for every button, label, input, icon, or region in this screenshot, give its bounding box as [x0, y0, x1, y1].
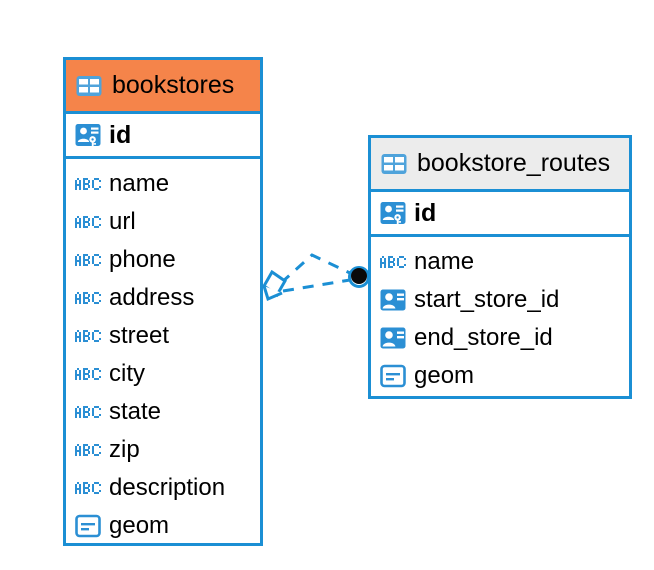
table-grid-icon [75, 72, 103, 100]
primary-key-row-bookstores[interactable]: id [66, 111, 260, 159]
abc-text-icon [380, 252, 406, 272]
field-label: geom [109, 512, 170, 539]
field-label: city [109, 360, 145, 387]
field-row-name[interactable]: name [371, 243, 629, 281]
field-label: address [109, 284, 195, 311]
field-row-geom[interactable]: geom [371, 357, 629, 395]
field-row-phone[interactable]: phone [66, 241, 260, 279]
field-label: street [109, 322, 170, 349]
primary-key-row-bookstore-routes[interactable]: id [371, 189, 629, 237]
relationship-line-upper [279, 253, 353, 285]
entity-header-bookstores[interactable]: bookstores [66, 60, 260, 111]
abc-text-icon [75, 288, 101, 308]
geometry-icon [380, 364, 406, 388]
foreign-key-icon [380, 287, 406, 313]
entity-title-bookstores: bookstores [112, 71, 235, 99]
field-row-city[interactable]: city [66, 355, 260, 393]
field-row-zip[interactable]: zip [66, 431, 260, 469]
entity-title-bookstore-routes: bookstore_routes [417, 149, 611, 177]
entity-table-bookstores[interactable]: bookstores id [63, 57, 263, 546]
table-grid-icon [380, 150, 408, 178]
field-row-url[interactable]: url [66, 203, 260, 241]
entity-header-bookstore-routes[interactable]: bookstore_routes [371, 138, 629, 189]
field-row-name[interactable]: name [66, 165, 260, 203]
field-label: start_store_id [414, 286, 560, 313]
abc-text-icon [75, 478, 101, 498]
relationship-line-lower [282, 278, 351, 293]
abc-text-icon [75, 212, 101, 232]
abc-text-icon [75, 440, 101, 460]
field-row-state[interactable]: state [66, 393, 260, 431]
geometry-icon [75, 514, 101, 538]
diamond-crowsfoot-marker [262, 269, 287, 302]
field-label: name [414, 248, 475, 275]
field-label: url [109, 208, 136, 235]
entity-table-bookstore-routes[interactable]: bookstore_routes id [368, 135, 632, 399]
field-label: description [109, 474, 226, 501]
abc-text-icon [75, 326, 101, 346]
field-row-start-store-id[interactable]: start_store_id [371, 281, 629, 319]
primary-key-label-bookstores: id [109, 120, 132, 149]
field-row-street[interactable]: street [66, 317, 260, 355]
field-label: phone [109, 246, 176, 273]
primary-key-icon [75, 122, 101, 148]
field-label: end_store_id [414, 324, 553, 351]
abc-text-icon [75, 250, 101, 270]
foreign-key-icon [380, 325, 406, 351]
primary-key-icon [380, 200, 406, 226]
field-row-address[interactable]: address [66, 279, 260, 317]
field-row-description[interactable]: description [66, 469, 260, 507]
abc-text-icon [75, 174, 101, 194]
filled-circle-marker [348, 266, 370, 288]
field-label: zip [109, 436, 140, 463]
abc-text-icon [75, 402, 101, 422]
field-row-geom[interactable]: geom [66, 507, 260, 545]
field-label: name [109, 170, 170, 197]
abc-text-icon [75, 364, 101, 384]
primary-key-label-bookstore-routes: id [414, 198, 437, 227]
field-label: state [109, 398, 162, 425]
field-label: geom [414, 362, 475, 389]
field-list-bookstores: name [66, 159, 260, 545]
field-list-bookstore-routes: name start_store_id [371, 237, 629, 395]
field-row-end-store-id[interactable]: end_store_id [371, 319, 629, 357]
